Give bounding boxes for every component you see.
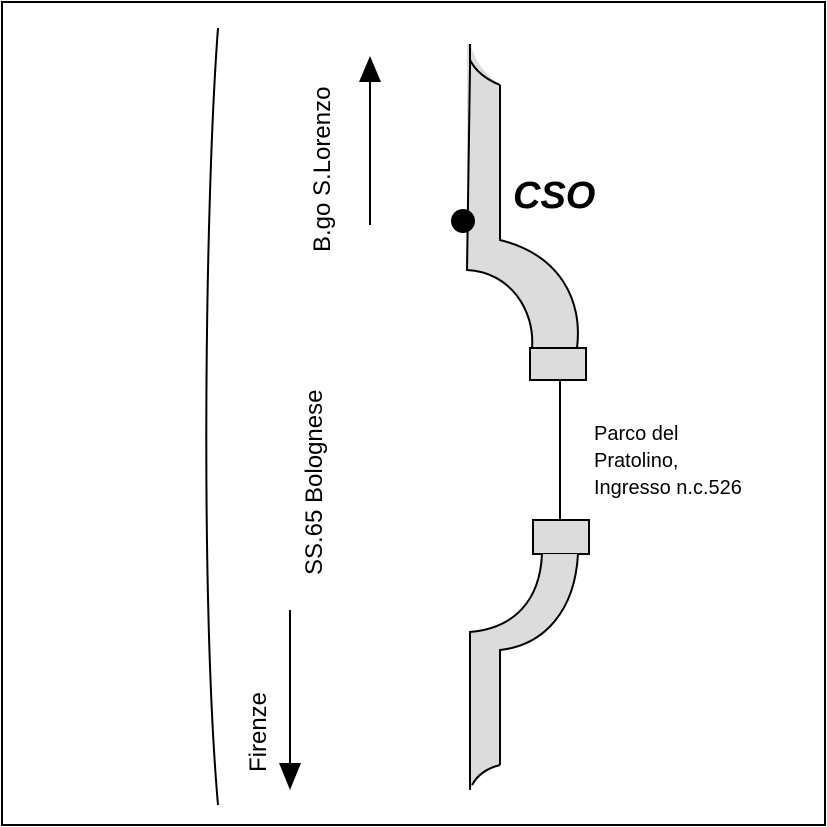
location-dot-icon [451, 209, 475, 233]
lower-road-east-edge [499, 553, 579, 765]
site-label: CSO [513, 175, 595, 217]
main-road-label: SS.65 Bolognese [301, 390, 328, 575]
lower-road-west-edge [469, 553, 543, 790]
park-label-line3: Ingresso n.c.526 [594, 477, 742, 499]
upper-gate [529, 347, 587, 381]
upper-road-fill [467, 44, 578, 348]
upper-road-cut [469, 59, 501, 86]
main-road-line [205, 27, 219, 806]
lower-gate [532, 519, 590, 555]
arrow-up-icon [359, 56, 381, 225]
upper-road-west-edge [465, 44, 534, 349]
lower-road-fill [470, 554, 578, 790]
lower-road-cut [471, 764, 501, 786]
south-direction-label: Firenze [245, 692, 272, 772]
upper-road-east-edge [499, 85, 579, 349]
park-label-line2: Pratolino, [594, 450, 679, 472]
park-label-line1: Parco del [594, 423, 679, 445]
north-direction-label: B.go S.Lorenzo [309, 87, 336, 252]
arrow-down-icon [279, 610, 301, 790]
